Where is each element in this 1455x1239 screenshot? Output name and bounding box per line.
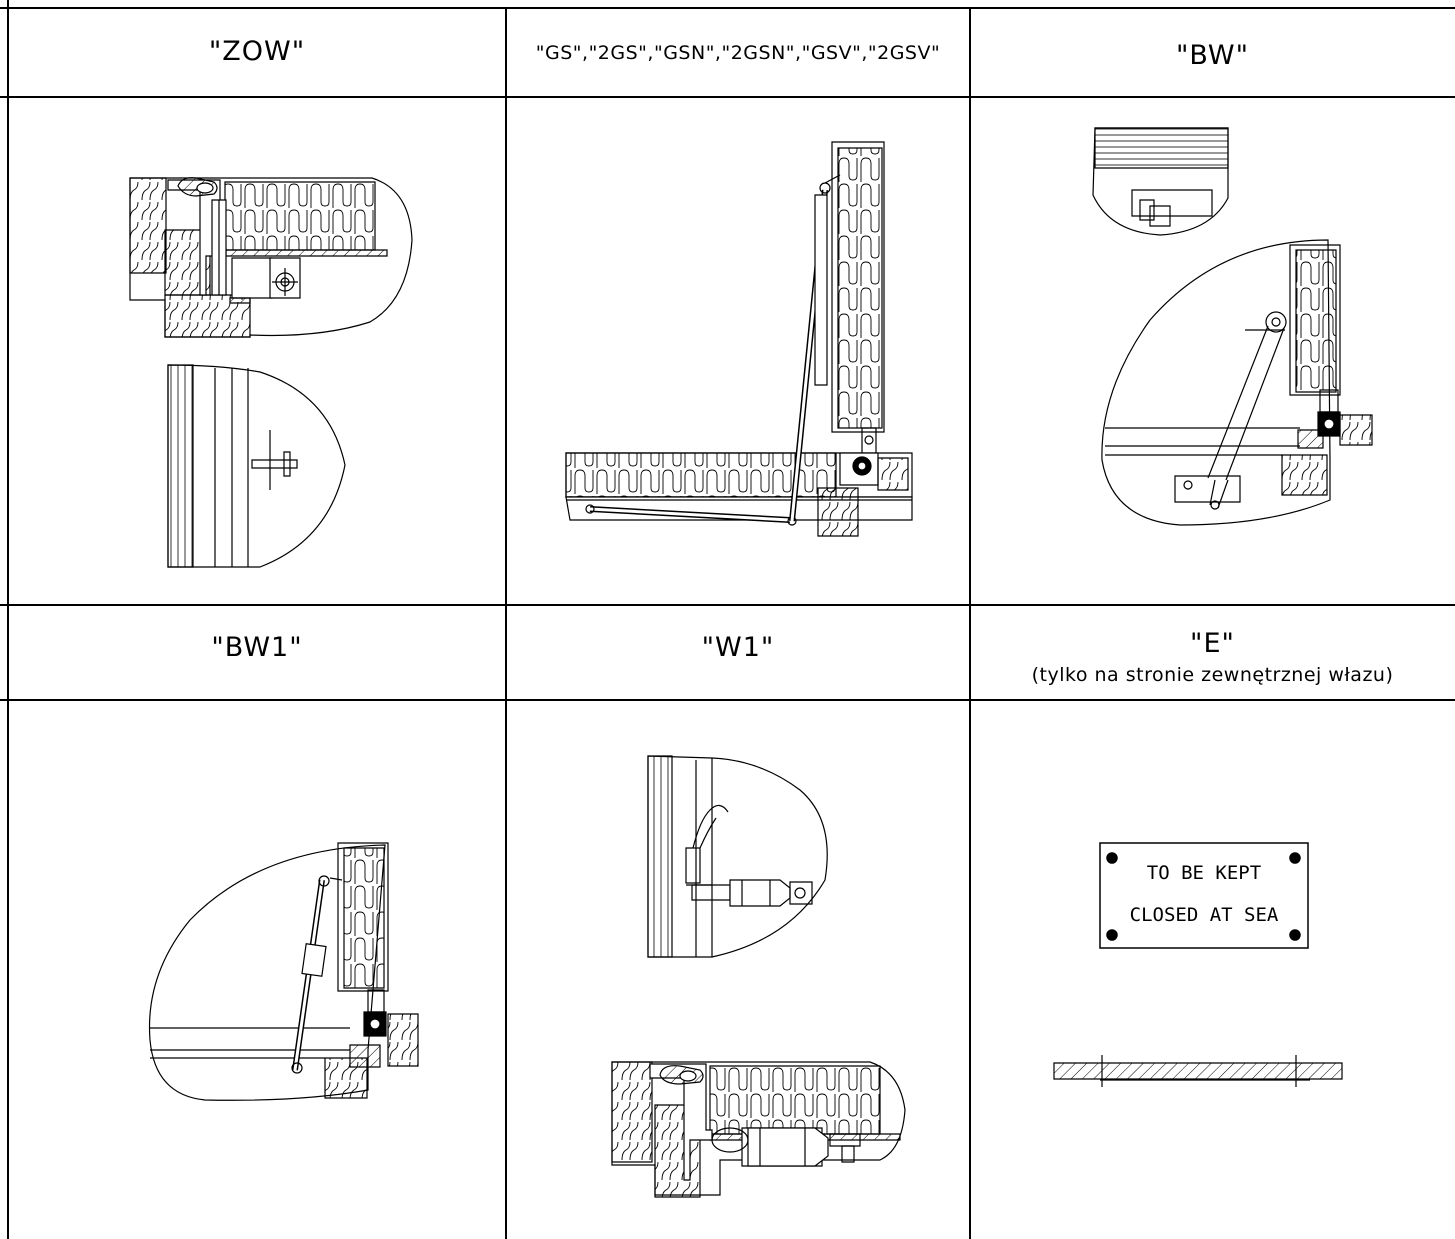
- e-plate-section: [1054, 1055, 1342, 1087]
- gs-section-drawing: [566, 142, 912, 536]
- zow-plan-drawing: [168, 365, 345, 567]
- plate-line-1: TO BE KEPT: [1146, 862, 1262, 884]
- header-w1: "W1": [701, 632, 775, 663]
- header-e: "E": [1190, 628, 1235, 659]
- plate-line-2: CLOSED AT SEA: [1129, 904, 1279, 926]
- w1-section-drawing: [612, 1062, 905, 1197]
- w1-plan-drawing: [648, 756, 827, 957]
- header-e-note: (tylko na stronie zewnętrznej włazu): [1031, 664, 1394, 686]
- zow-section-drawing: [130, 178, 412, 337]
- header-gs: "GS","2GS","GSN","2GSN","GSV","2GSV": [535, 42, 941, 64]
- header-bw: "BW": [1175, 40, 1250, 71]
- bw-plan-drawing: [1093, 128, 1228, 235]
- bw1-section-drawing: [150, 843, 419, 1100]
- header-bw1: "BW1": [211, 632, 303, 663]
- bw-section-drawing: [1102, 240, 1372, 525]
- header-zow: "ZOW": [208, 36, 306, 67]
- e-plate-drawing: [1100, 843, 1308, 948]
